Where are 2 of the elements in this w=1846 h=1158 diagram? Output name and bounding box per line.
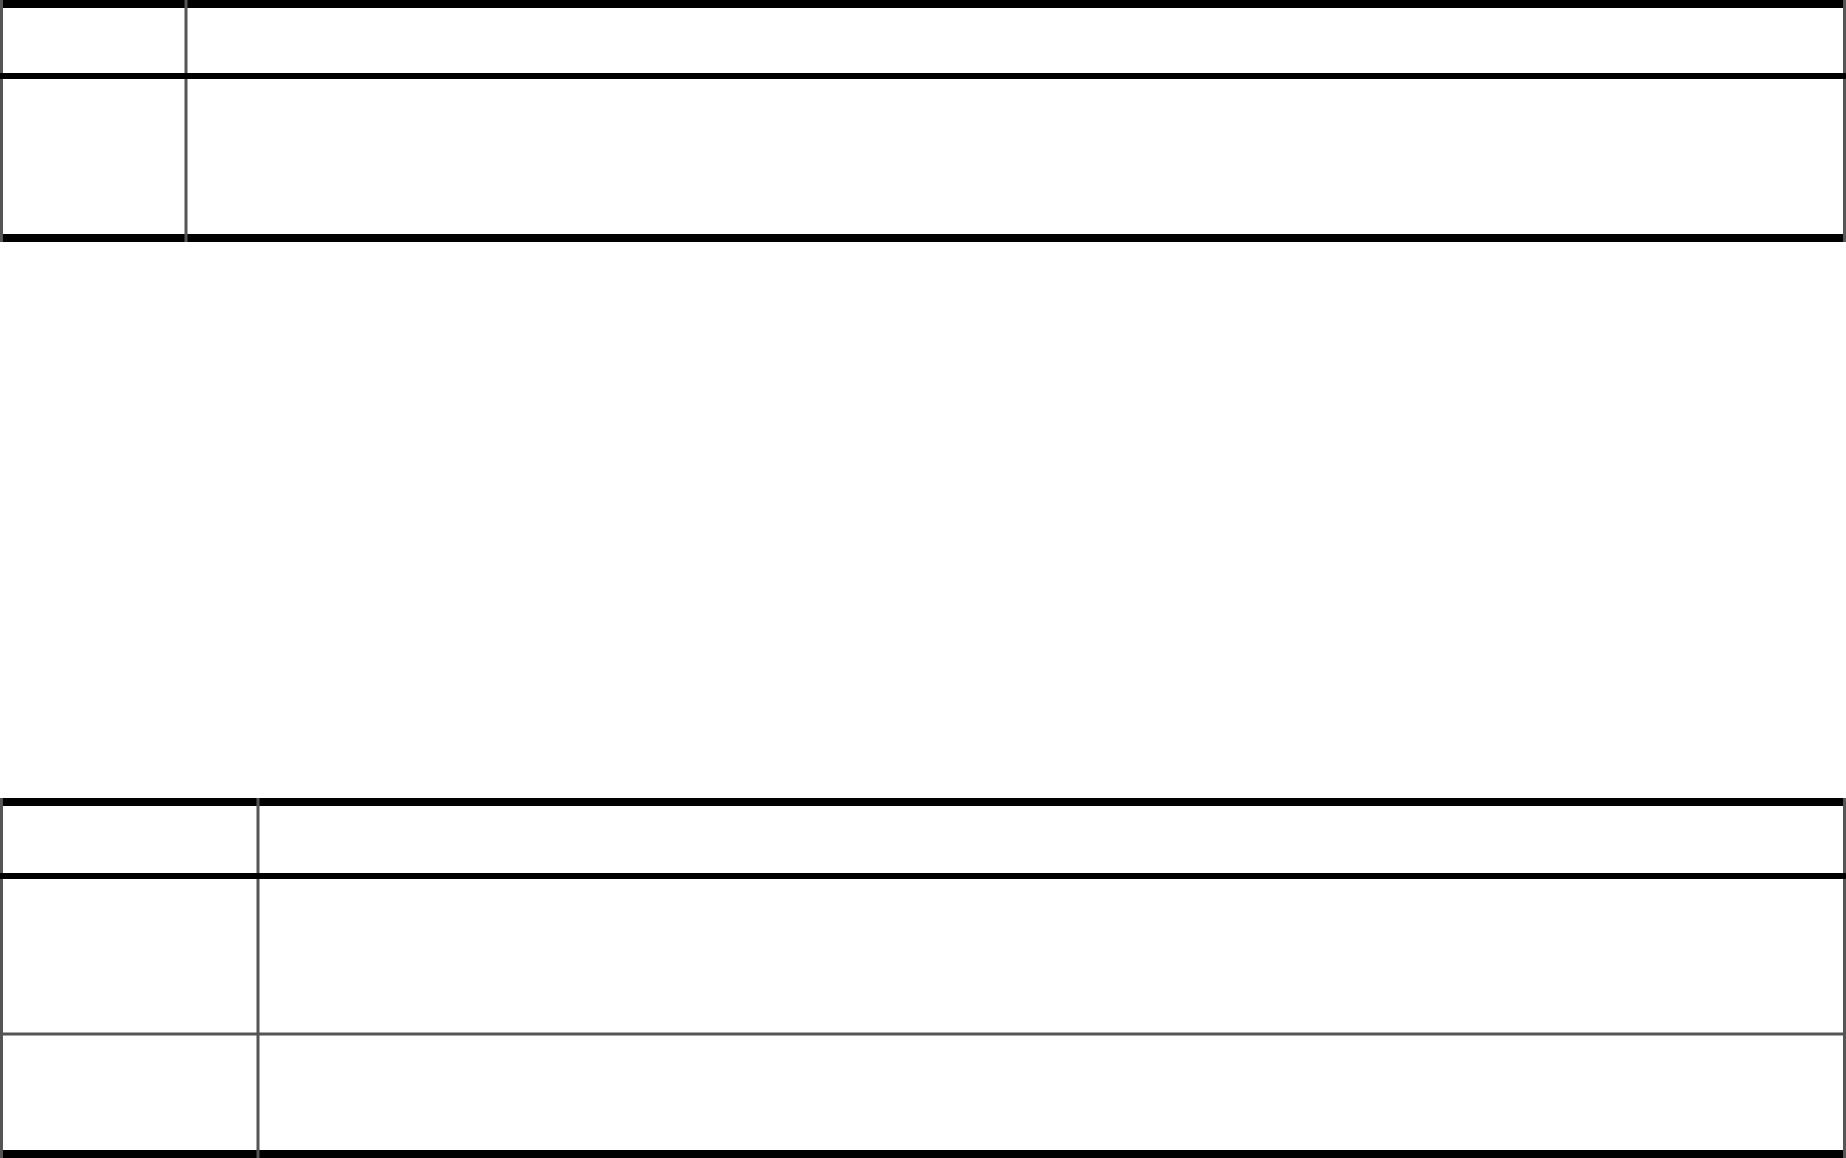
empty-table <box>0 0 1846 242</box>
empty-table <box>0 798 1846 1158</box>
